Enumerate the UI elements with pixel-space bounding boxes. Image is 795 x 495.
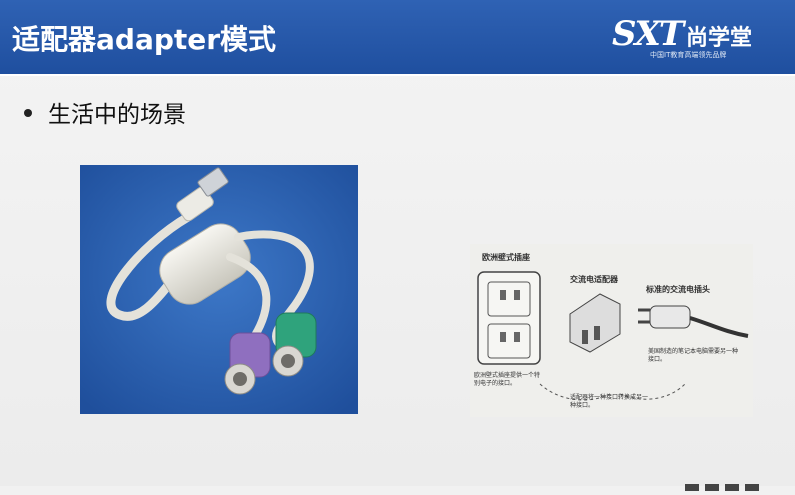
caption-adapter: 适配器将一种接口转换成另一种接口。 — [570, 394, 649, 409]
logo-tagline: 中国IT教育高端领先品牌 — [650, 51, 727, 59]
bullet-item: 生活中的场景 — [24, 95, 186, 129]
caption-socket: 欧洲壁式插座提供一个特别电子的接口。 — [474, 372, 541, 387]
usb-ps2-adapter-photo — [80, 165, 358, 414]
power-plug-icon — [638, 305, 749, 338]
label-ac-adapter: 交流电适配器 — [570, 275, 618, 284]
wall-socket-icon — [477, 271, 541, 365]
ps2-green-connector-icon — [272, 312, 317, 377]
bullet-text: 生活中的场景 — [48, 102, 186, 128]
caption-laptop: 美国制造的笔记本电脑需要另一种接口。 — [648, 348, 739, 363]
power-adapter-sketch: 欧洲壁式插座 交流电适配器 标准的交流电插头 欧洲壁式插座提供一个特别电子的接口… — [470, 244, 753, 417]
adapter-box-icon — [159, 223, 251, 305]
usb-plug-icon — [176, 167, 229, 222]
logo-brand-name: 尚学堂 — [686, 26, 753, 51]
title-bar: 适配器adapter模式 SXT 尚学堂 中国IT教育高端领先品牌 — [0, 0, 795, 76]
sxt-logo: SXT 尚学堂 中国IT教育高端领先品牌 — [612, 12, 782, 62]
socket-adapter-plug-drawing — [477, 271, 749, 401]
bottom-text-fragment — [685, 476, 795, 491]
logo-letters: SXT — [612, 14, 684, 54]
label-euro-socket: 欧洲壁式插座 — [482, 253, 530, 262]
slide-title: 适配器adapter模式 — [12, 23, 277, 56]
usb-ps2-cable-illustration — [80, 165, 358, 414]
ps2-purple-connector-icon — [224, 332, 271, 395]
bullet-dot-icon — [24, 108, 32, 117]
label-standard-plug: 标准的交流电插头 — [646, 285, 710, 294]
power-adapter-icon — [569, 293, 621, 353]
cropped-text-marks — [685, 484, 759, 491]
